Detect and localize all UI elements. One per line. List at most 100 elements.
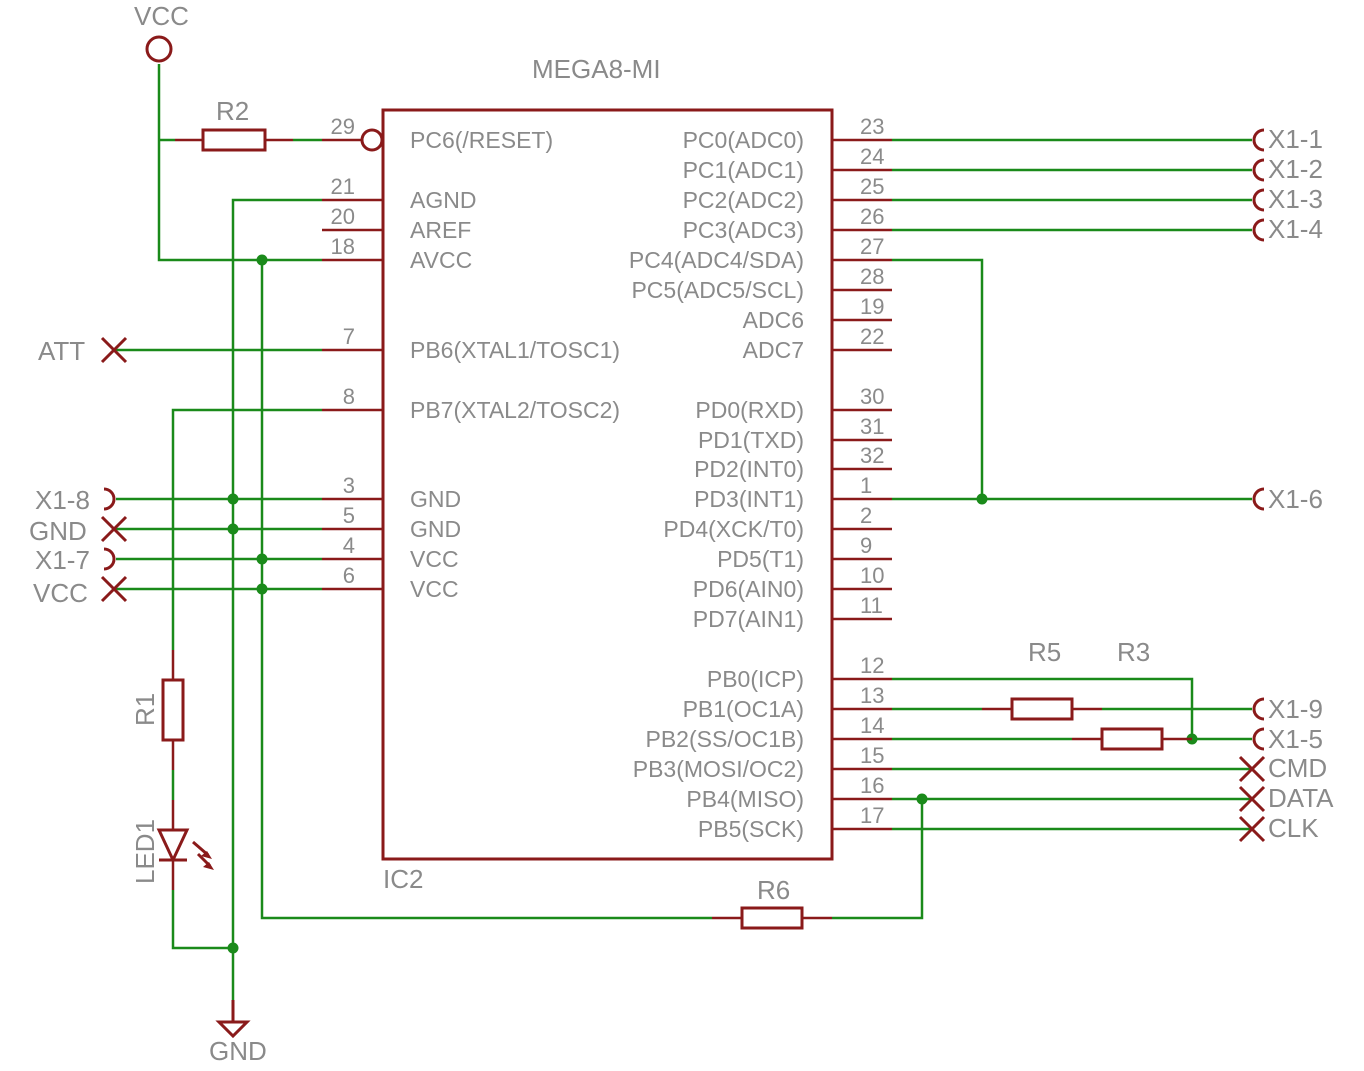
- right-pins: 23PC0(ADC0)24PC1(ADC1)25PC2(ADC2)26PC3(A…: [629, 114, 892, 842]
- r1-body: [161, 678, 185, 742]
- left-pin-name: PB6(XTAL1/TOSC1): [410, 337, 620, 363]
- right-pin-name: PD4(XCK/T0): [663, 516, 804, 542]
- junction-dot: [227, 523, 239, 535]
- left-pin-number: 20: [331, 204, 355, 229]
- left-pin-name: AREF: [410, 217, 471, 243]
- left-pin-number: 21: [331, 174, 355, 199]
- right-pin-number: 19: [860, 294, 884, 319]
- r6-body: [740, 906, 804, 930]
- led1: LED1: [130, 800, 214, 890]
- x1-5-label: X1-5: [1268, 724, 1323, 754]
- right-pin-name: PC0(ADC0): [683, 127, 804, 153]
- right-pin-number: 27: [860, 234, 884, 259]
- gnd-symbol: [215, 1000, 251, 1039]
- right-pin-number: 9: [860, 533, 872, 558]
- right-pin-number: 26: [860, 204, 884, 229]
- junction-dot: [227, 493, 239, 505]
- vcc-supply-top: VCC: [134, 1, 189, 63]
- clk-label: CLK: [1268, 813, 1319, 843]
- x1-2-label: X1-2: [1268, 154, 1323, 184]
- gnd-supply-bottom: GND: [209, 1000, 267, 1066]
- right-pin-number: 24: [860, 144, 884, 169]
- right-pin-name: PD7(AIN1): [693, 606, 804, 632]
- right-pin-name: PD3(INT1): [694, 486, 804, 512]
- r6-label: R6: [757, 875, 790, 905]
- x1-3-label: X1-3: [1268, 184, 1323, 214]
- right-pin-number: 17: [860, 803, 884, 828]
- vcc-top-label: VCC: [134, 1, 189, 31]
- cmd-x-mark: [1238, 755, 1266, 783]
- r5-label: R5: [1028, 637, 1061, 667]
- wire-vcc-top: [157, 64, 322, 262]
- left-pin-number: 7: [343, 324, 355, 349]
- left-connectors: ATT X1-8 GND X1-7 VCC: [29, 336, 128, 608]
- right-pin-number: 16: [860, 773, 884, 798]
- junction-dot: [976, 493, 988, 505]
- right-pin-name: PC2(ADC2): [683, 187, 804, 213]
- x1-2-pad: [1252, 158, 1265, 182]
- att-x-mark: [100, 336, 128, 364]
- r3-body: [1100, 727, 1164, 751]
- wire-pb0: [892, 677, 1194, 739]
- left-pin-name: GND: [410, 516, 461, 542]
- gnd-conn-label: GND: [29, 516, 87, 546]
- right-pin-number: 1: [860, 473, 872, 498]
- reset-bubble: [360, 128, 384, 152]
- x1-6-pad: [1252, 487, 1265, 511]
- left-pin-name: PC6(/RESET): [410, 127, 553, 153]
- junction-dot: [256, 553, 268, 565]
- right-pin-name: PC5(ADC5/SCL): [631, 277, 804, 303]
- right-pin-name: PC1(ADC1): [683, 157, 804, 183]
- wire-led-gnd: [171, 890, 233, 950]
- left-pin-number: 3: [343, 473, 355, 498]
- wire-pc4-pd3: [892, 258, 984, 499]
- wire-r6-data: [832, 799, 924, 920]
- x1-8-pad: [103, 487, 116, 511]
- ic-body: [381, 108, 834, 861]
- right-pin-name: PB4(MISO): [686, 786, 804, 812]
- left-pin-name: VCC: [410, 546, 459, 572]
- x1-6-label: X1-6: [1268, 484, 1323, 514]
- right-pin-number: 22: [860, 324, 884, 349]
- junction-dot: [916, 793, 928, 805]
- left-pin-name: PB7(XTAL2/TOSC2): [410, 397, 620, 423]
- led-arrowhead-2: [203, 862, 214, 870]
- right-pin-name: PB3(MOSI/OC2): [633, 756, 804, 782]
- right-pin-name: PB1(OC1A): [683, 696, 804, 722]
- x1-4-label: X1-4: [1268, 214, 1323, 244]
- junction-dot: [256, 254, 268, 266]
- left-pin-name: GND: [410, 486, 461, 512]
- led-triangle: [156, 828, 190, 864]
- x1-1-pad: [1252, 128, 1265, 152]
- resistor-r3: R3: [1072, 637, 1192, 751]
- left-pin-number: 18: [331, 234, 355, 259]
- wire-pb7-r1: [171, 408, 322, 650]
- wire-agnd-gnd: [231, 198, 322, 1000]
- right-pin-name: PD1(TXD): [698, 427, 804, 453]
- right-pin-name: ADC7: [743, 337, 804, 363]
- resistor-r2: R2: [175, 96, 293, 152]
- vcc-conn-label: VCC: [33, 578, 88, 608]
- junction-dot: [256, 583, 268, 595]
- junction-dot: [227, 942, 239, 954]
- left-pin-number: 5: [343, 503, 355, 528]
- net-wires: [114, 64, 1252, 1000]
- vcc-x-mark: [100, 575, 128, 603]
- x1-9-label: X1-9: [1268, 694, 1323, 724]
- left-pin-name: VCC: [410, 576, 459, 602]
- left-pin-number: 4: [343, 533, 355, 558]
- right-pin-number: 23: [860, 114, 884, 139]
- right-pin-name: ADC6: [743, 307, 804, 333]
- r2-label: R2: [216, 96, 249, 126]
- right-pin-name: PD0(RXD): [695, 397, 804, 423]
- r1-label: R1: [130, 693, 160, 726]
- led-arrowhead-1: [201, 851, 212, 859]
- right-pin-name: PB0(ICP): [707, 666, 804, 692]
- right-pin-number: 12: [860, 653, 884, 678]
- junctions: [227, 254, 1198, 954]
- right-pin-name: PB2(SS/OC1B): [646, 726, 805, 752]
- x1-8-label: X1-8: [35, 485, 90, 515]
- left-pin-number: 6: [343, 563, 355, 588]
- left-pin-name: AGND: [410, 187, 476, 213]
